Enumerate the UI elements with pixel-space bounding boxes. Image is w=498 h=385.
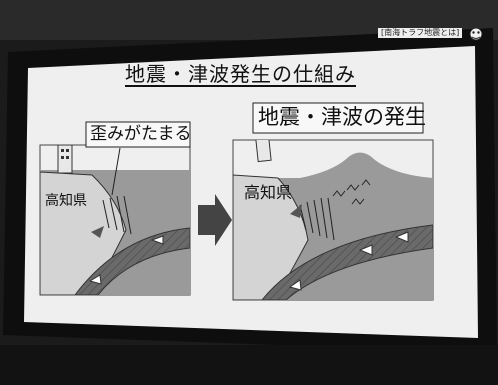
next-arrow-icon <box>198 194 232 246</box>
building-icon <box>57 145 73 174</box>
subducting-plate <box>261 224 433 300</box>
callout-pointer <box>111 147 121 196</box>
right-diagram <box>232 102 434 301</box>
plate-arrow <box>88 274 102 285</box>
logo-icon <box>469 27 483 41</box>
left-prefecture-label: 高知県 <box>45 193 87 209</box>
header-tag: [南海トラフ地震とは] <box>378 28 463 38</box>
quake-lines <box>332 179 371 205</box>
foreground <box>0 345 498 385</box>
subducting-plate <box>74 227 190 295</box>
plate-arrow <box>358 244 373 256</box>
slide-title: 地震・津波発生の仕組み <box>125 62 356 86</box>
plate-arrow <box>394 231 409 243</box>
callout-box <box>252 102 424 134</box>
callout-box <box>85 121 191 148</box>
release-arrow <box>290 204 302 218</box>
rupture-lines <box>299 197 335 241</box>
plate-arrow <box>150 235 164 245</box>
building-icon <box>255 140 272 163</box>
strain-lines <box>102 195 132 235</box>
left-diagram <box>39 121 191 296</box>
left-callout: 歪みがたまる <box>90 124 192 144</box>
plate-arrow <box>288 279 302 291</box>
right-callout: 地震・津波の発生 <box>258 105 426 129</box>
right-prefecture-label: 高知県 <box>244 183 293 202</box>
compression-arrow <box>91 226 104 238</box>
